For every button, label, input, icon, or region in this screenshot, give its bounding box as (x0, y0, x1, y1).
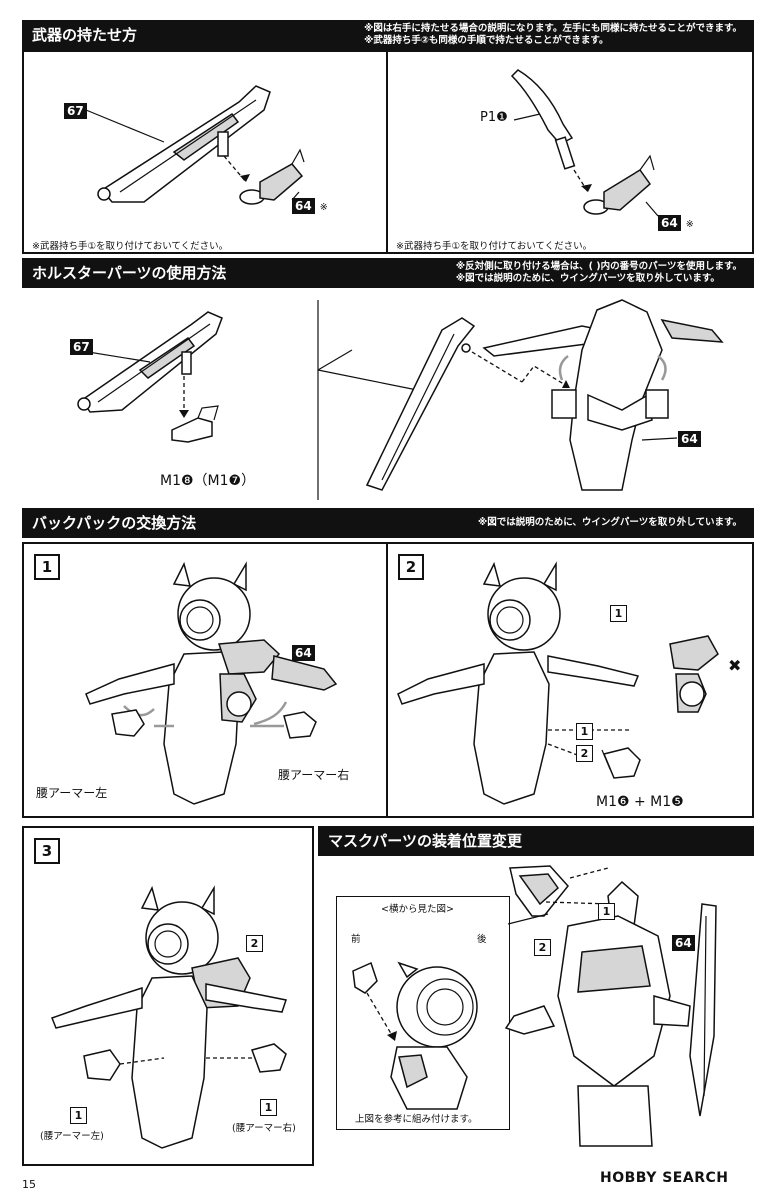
step-3-number: 3 (34, 838, 60, 864)
step-3-box-2: 2 (246, 935, 263, 952)
step-1-part-64-badge: 64 (292, 645, 315, 661)
holster-part-label: M1❽（M1❼） (160, 473, 256, 489)
step-2-illustration (397, 561, 719, 805)
mask-part-64-badge: 64 (672, 935, 695, 951)
back-label: 後 (477, 934, 487, 945)
weapon-section-title: 武器の持たせ方 (32, 26, 138, 44)
step-3-box-left: 1 (70, 1107, 87, 1124)
remove-icon: ✖ (728, 656, 742, 675)
part-67-badge: 67 (64, 103, 87, 119)
step-2-box-1: 1 (610, 605, 627, 622)
watermark-logo: HOBBY SEARCH (600, 1170, 729, 1186)
mask-section-header: マスクパーツの装着位置変更 (318, 826, 754, 856)
tool-label: P1❶ (480, 110, 508, 125)
mask-section-title: マスクパーツの装着位置変更 (328, 832, 522, 850)
weapon-note-2: ※武器持ち手②も同様の手順で持たせることができます。 (364, 35, 609, 46)
step-3-left-label: (腰アーマー左) (40, 1131, 104, 1142)
backpack-step-2-panel: 2 1 1 2 ✖ M1❻ + M1❺ (386, 542, 754, 818)
mask-area: <横から見た図> 前 後 上図を参考に組み付けます。 1 2 64 (318, 856, 754, 1166)
holster-illustration (75, 299, 724, 500)
part-64-badge-right: 64 (658, 215, 681, 231)
mask-full-illustration (504, 865, 717, 1147)
backpack-step-3-panel: 3 2 1 1 (腰アーマー左) (腰アーマー右) (22, 826, 314, 1166)
backpack-section-title: バックパックの交換方法 (32, 514, 197, 532)
front-label: 前 (351, 934, 361, 945)
holster-part-67-badge: 67 (70, 339, 93, 355)
weapon-left-caption: ※武器持ち手①を取り付けておいてください。 (32, 241, 229, 252)
page-number: 15 (22, 1178, 36, 1191)
holster-note-1: ※反対側に取り付ける場合は、( )内の番号のパーツを使用します。 (455, 261, 742, 272)
holster-note-2: ※図では説明のために、ウイングパーツを取り外しています。 (455, 273, 720, 284)
holster-panel: 67 M1❽（M1❼） 64 (22, 290, 754, 500)
step-2-parts-label: M1❻ + M1❺ (596, 794, 684, 810)
inset-caption: 上図を参考に組み付けます。 (355, 1114, 478, 1125)
weapon-panel-left: 67 64 ※ ※武器持ち手①を取り付けておいてください。 (22, 50, 388, 254)
weapon-section-header: 武器の持たせ方 ※図は右手に持たせる場合の説明になります。左手にも同様に持たせる… (22, 20, 754, 50)
tool-name: P1 (480, 110, 497, 125)
step-2-number: 2 (398, 554, 424, 580)
weapon-panel-right: P1❶ 64 ※ ※武器持ち手①を取り付けておいてください。 (386, 50, 754, 254)
waist-armor-left-label: 腰アーマー左 (36, 786, 108, 800)
step-3-right-label: (腰アーマー右) (232, 1123, 296, 1134)
mask-box-2: 2 (534, 939, 551, 956)
step-2-box-1b: 1 (576, 723, 593, 740)
step-3-box-right: 1 (260, 1099, 277, 1116)
weapon-right-caption: ※武器持ち手①を取り付けておいてください。 (396, 241, 593, 252)
step-2-box-2: 2 (576, 745, 593, 762)
part-64-badge: 64 (292, 198, 315, 214)
tool-attach-illustration (510, 69, 659, 217)
waist-armor-right-label: 腰アーマー右 (278, 768, 350, 782)
step-1-number: 1 (34, 554, 60, 580)
inset-title: <横から見た図> (381, 904, 454, 915)
backpack-step-1-panel: 1 64 腰アーマー左 腰アーマー右 (22, 542, 388, 818)
part-64-mark: ※ (319, 202, 328, 213)
weapon-note-1: ※図は右手に持たせる場合の説明になります。左手にも同様に持たせることができます。 (364, 23, 742, 34)
holster-part-64-badge: 64 (678, 431, 701, 447)
weapon-notes: ※図は右手に持たせる場合の説明になります。左手にも同様に持たせることができます。… (364, 23, 742, 47)
holster-section-title: ホルスターパーツの使用方法 (32, 264, 227, 282)
side-view-inset: <横から見た図> 前 後 上図を参考に組み付けます。 (336, 896, 510, 1130)
part-64-mark-right: ※ (685, 219, 694, 230)
tool-number: ❶ (496, 110, 508, 125)
step-3-illustration (51, 885, 287, 1149)
side-view-illustration (352, 961, 478, 1110)
rifle-illustration (85, 85, 305, 205)
backpack-note: ※図では説明のために、ウイングパーツを取り外しています。 (477, 517, 742, 528)
step-1-illustration (85, 561, 338, 805)
backpack-section-header: バックパックの交換方法 ※図では説明のために、ウイングパーツを取り外しています。 (22, 508, 754, 538)
holster-notes: ※反対側に取り付ける場合は、( )内の番号のパーツを使用します。 ※図では説明の… (456, 261, 742, 285)
holster-section-header: ホルスターパーツの使用方法 ※反対側に取り付ける場合は、( )内の番号のパーツを… (22, 258, 754, 288)
mask-box-1: 1 (598, 903, 615, 920)
